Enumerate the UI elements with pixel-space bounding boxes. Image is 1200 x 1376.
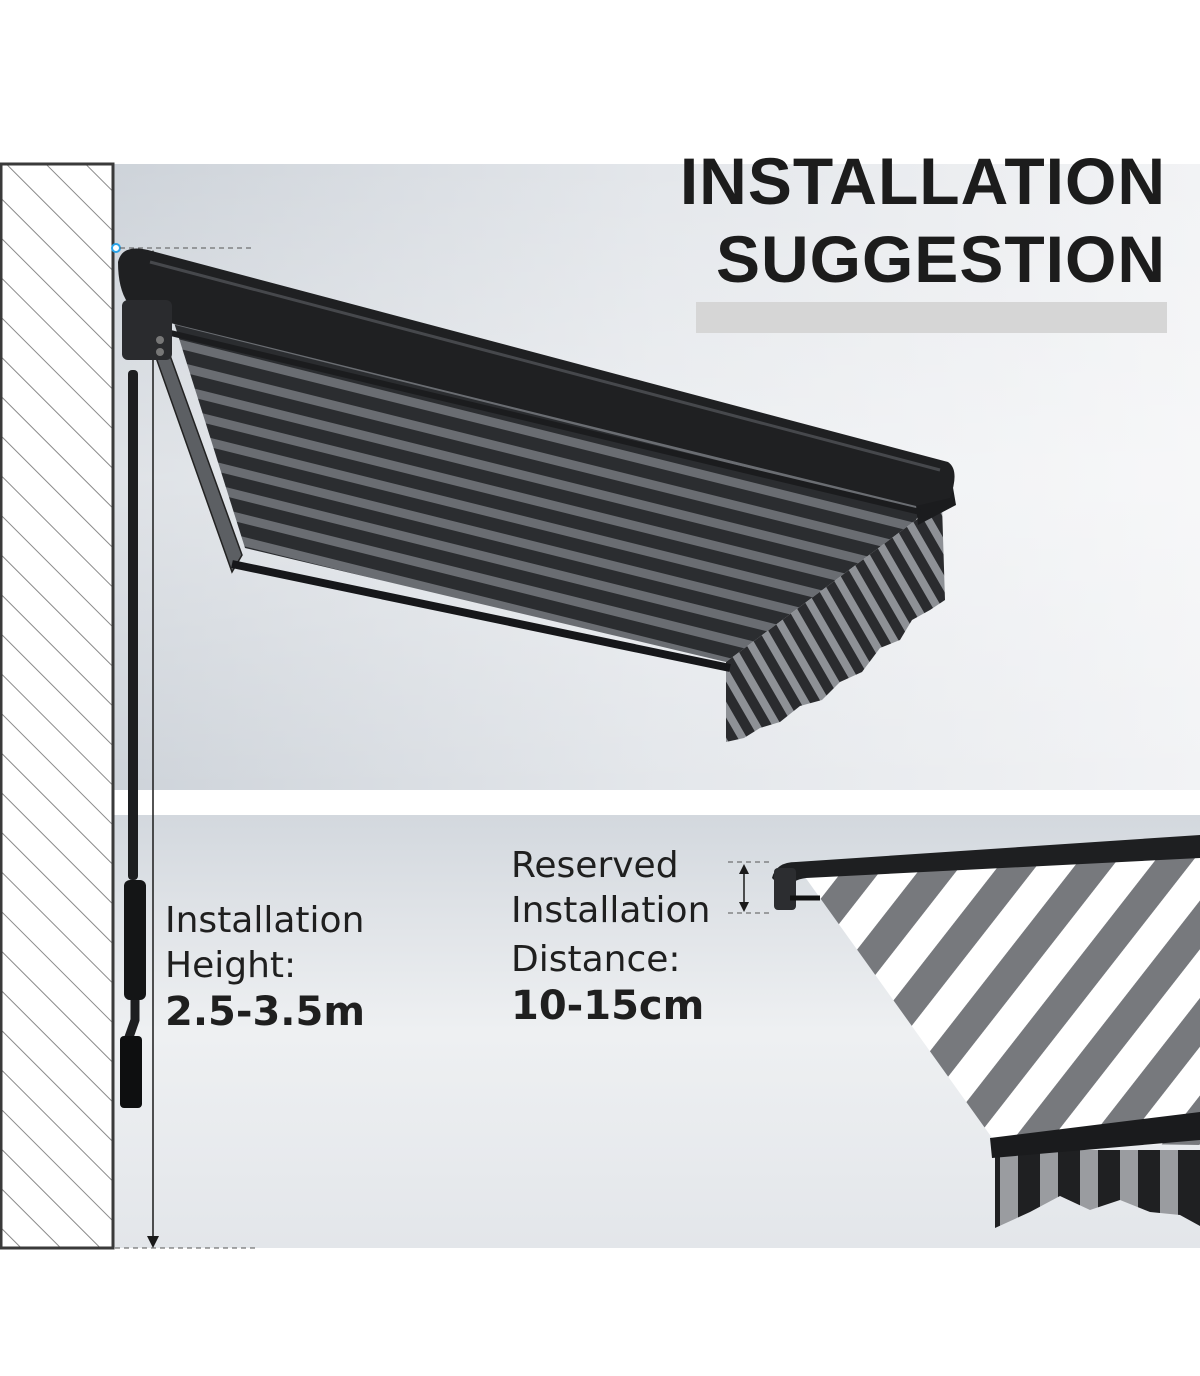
awning-detail-fabric [800,848,1200,1145]
bracket-bolt-1 [156,336,164,344]
height-label-line-2: Height: [165,945,297,986]
awning-detail-cassette [772,835,1200,892]
distance-arrow-top [739,864,749,874]
reserved-distance-label: Reserved Installation Distance: 10-15cm [511,843,710,1030]
title-line-1: INSTALLATION [679,144,1166,218]
lower-arm [231,560,731,672]
cassette-highlight [149,260,941,472]
awning-detail-illustration [772,835,1200,1228]
mid-rail [157,327,921,515]
wall [0,162,115,1250]
height-label-line-1: Installation [165,900,365,941]
awning-detail-valance [995,1150,1200,1228]
wall-bracket [122,300,172,360]
distance-value: 10-15cm [511,983,705,1029]
page-title: INSTALLATION SUGGESTION [680,142,1166,298]
awning-detail-bracket [774,868,796,910]
distance-arrow-bottom [739,902,749,912]
height-arrow-bottom [147,1236,159,1248]
bracket-bolt-2 [156,348,164,356]
distance-label-line-1: Reserved [511,845,679,886]
installation-height-label: Installation Height: 2.5-3.5m [165,898,365,1036]
top-anchor-dot [111,243,121,253]
awning-illustration [118,248,956,742]
distance-label-line-3: Distance: [511,939,681,980]
title-line-2: SUGGESTION [715,222,1166,296]
cassette-box [118,248,955,506]
crank-handle [120,323,146,1108]
awning-detail-front-bar [990,1112,1200,1158]
distance-label-line-2: Installation [511,890,711,931]
height-value: 2.5-3.5m [165,989,365,1035]
awning-valance [726,505,945,742]
title-underline-bar [696,302,1167,333]
